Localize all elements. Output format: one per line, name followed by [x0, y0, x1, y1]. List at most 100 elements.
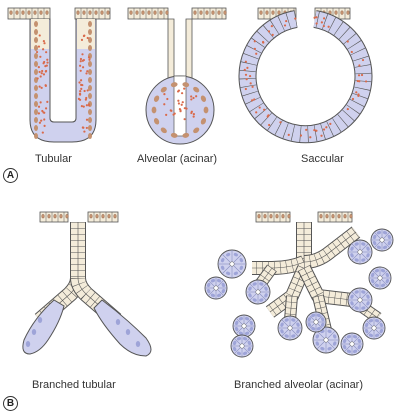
- wall-nucleus: [88, 21, 92, 27]
- cell-nucleus: [15, 10, 19, 15]
- acinar-nucleus: [387, 234, 392, 240]
- acinar-cell-border: [221, 253, 231, 263]
- wall-nucleus: [88, 45, 92, 51]
- acinar-nucleus: [307, 322, 312, 327]
- cell-nucleus: [211, 10, 215, 15]
- acinar-cell-border: [217, 289, 224, 296]
- acinar-nucleus: [350, 301, 354, 306]
- acinar-cell-border: [327, 330, 336, 339]
- secretory-granule: [80, 105, 83, 108]
- acinus-lumen: [287, 325, 293, 331]
- acinar-nucleus: [216, 293, 222, 298]
- secretory-granule: [358, 64, 361, 67]
- alveolar-gland: [127, 7, 227, 145]
- acinar-cell-border: [344, 336, 351, 343]
- cell-nucleus: [45, 10, 49, 15]
- wall-nucleus: [88, 37, 92, 43]
- acinar-nucleus: [221, 288, 226, 294]
- acinar-nucleus: [315, 341, 320, 346]
- acinar-cell-border: [351, 243, 359, 251]
- secretory-granule: [38, 34, 41, 37]
- cell-nucleus: [205, 10, 209, 15]
- acinar-nucleus: [210, 293, 216, 298]
- cell-nucleus: [65, 214, 69, 219]
- acinar-nucleus: [332, 341, 337, 346]
- cell-nucleus: [337, 214, 341, 219]
- acinar-cell-border: [281, 319, 289, 327]
- secretory-granule: [177, 102, 181, 105]
- secretory-granule: [183, 87, 186, 90]
- acinus-lumen: [323, 337, 329, 343]
- acinar-cell-border: [353, 345, 360, 352]
- secretory-granule: [313, 129, 316, 132]
- secretory-granule: [190, 98, 193, 101]
- tubule-nucleus: [31, 329, 37, 335]
- acinar-nucleus: [248, 293, 252, 298]
- secretory-granule: [251, 85, 254, 88]
- duct-upper-left-lumen: [252, 261, 305, 269]
- wall-nucleus: [88, 93, 92, 99]
- acinar-cell-border: [291, 329, 299, 337]
- secretory-granule: [266, 115, 269, 118]
- cell-nucleus: [159, 10, 163, 15]
- acinar-nucleus: [232, 340, 237, 346]
- acinar-cell-border: [381, 279, 388, 286]
- wall-nucleus: [34, 29, 38, 35]
- acinar-cell-border: [361, 291, 369, 299]
- acinar-cell-border: [344, 345, 351, 352]
- branched-tubular-gland: [22, 211, 152, 357]
- secretory-granule: [192, 113, 195, 116]
- cell-nucleus: [9, 10, 13, 15]
- wall-nucleus: [88, 117, 92, 123]
- cell-nucleus: [349, 214, 353, 219]
- cell-nucleus: [107, 214, 111, 219]
- cell-nucleus: [271, 10, 275, 15]
- saccular-gland: [238, 7, 373, 144]
- alveolar-duct-left: [167, 18, 175, 81]
- acinar-nucleus: [320, 322, 325, 327]
- acinar-nucleus: [366, 294, 370, 299]
- secretory-granule: [37, 105, 41, 108]
- secretory-granule: [42, 39, 45, 43]
- secretory-granule: [245, 78, 248, 81]
- acinar-cell-border: [243, 347, 250, 354]
- secretory-granule: [79, 79, 83, 82]
- acinar-nucleus: [296, 322, 300, 327]
- acinar-nucleus: [332, 334, 337, 339]
- secretory-granule: [270, 25, 273, 28]
- acinar-nucleus: [387, 240, 392, 246]
- acinar-nucleus: [364, 328, 369, 334]
- acinus-lumen: [371, 325, 377, 331]
- secretory-granule: [249, 82, 252, 85]
- acinar-nucleus: [352, 349, 358, 354]
- secretory-granule: [42, 73, 46, 76]
- cell-nucleus: [39, 10, 43, 15]
- acinar-cell-border: [353, 336, 360, 343]
- acinar-nucleus: [357, 344, 362, 350]
- wall-nucleus: [34, 85, 38, 91]
- acinar-cell-border: [217, 280, 224, 287]
- alveolar-nucleus: [193, 127, 200, 134]
- acinar-nucleus: [249, 326, 254, 332]
- acinar-nucleus: [238, 316, 244, 321]
- cell-nucleus: [257, 214, 261, 219]
- wall-nucleus: [34, 45, 38, 51]
- acinus-lumen: [239, 343, 245, 349]
- tubule-nucleus: [37, 317, 43, 323]
- acinar-nucleus: [327, 329, 332, 334]
- acinar-nucleus: [220, 265, 225, 270]
- acinar-nucleus: [380, 283, 386, 288]
- acinar-nucleus: [370, 272, 375, 278]
- secretory-granule: [37, 66, 40, 69]
- cell-nucleus: [89, 214, 93, 219]
- secretory-granule: [346, 107, 349, 111]
- cell-nucleus: [33, 10, 37, 15]
- cell-nucleus: [94, 10, 98, 15]
- secretory-granule: [46, 61, 49, 64]
- acinar-nucleus: [307, 317, 312, 322]
- secretory-granule: [305, 128, 308, 131]
- secretory-granule: [45, 51, 48, 54]
- wall-nucleus: [88, 125, 92, 131]
- cell-nucleus: [82, 10, 86, 15]
- wall-nucleus: [34, 61, 38, 67]
